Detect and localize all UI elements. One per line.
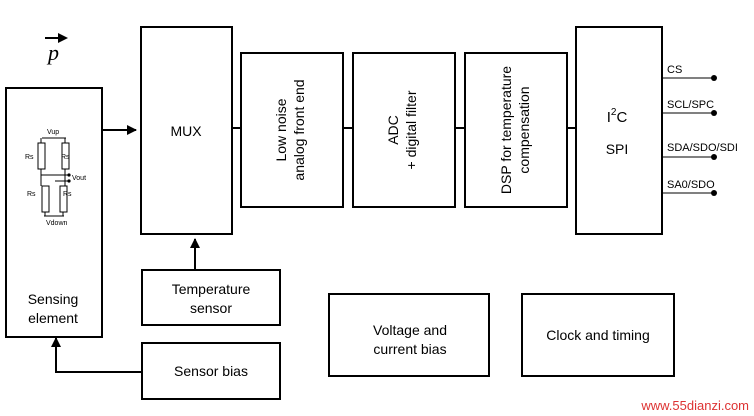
voltage-bias-block: Voltage and current bias [328, 293, 490, 377]
temperature-sensor-block: Temperature sensor [141, 269, 281, 326]
analog-front-end-block: Low noise analog front end [240, 52, 344, 208]
clock-timing-block: Clock and timing [521, 293, 675, 377]
temperature-sensor-label-line2: sensor [190, 300, 232, 316]
pin-scl-label: SCL/SPC [667, 99, 714, 111]
pin-cs-label: CS [667, 64, 682, 76]
bridge-circuit: Vup Rs Rs Vout Rs Rs Vdown [25, 129, 86, 227]
clock-timing-label: Clock and timing [546, 327, 650, 343]
dsp-label-line2: compensation [516, 86, 532, 173]
sensor-bias-block: Sensor bias [141, 342, 281, 400]
adc-block: ADC + digital filter [352, 52, 456, 208]
sensing-element-block: Vup Rs Rs Vout Rs Rs Vdown Sensing elem [5, 87, 103, 338]
i2c-label: I2C [607, 107, 628, 126]
watermark-text: www.55dianzi.com [640, 398, 749, 413]
pin-wires [662, 75, 717, 196]
afe-label-line1: Low noise [273, 98, 289, 161]
pressure-arrowhead-icon [58, 33, 68, 43]
bridge-rs-label-2: Rs [61, 154, 70, 161]
mux-label: MUX [170, 123, 202, 139]
pressure-symbol: p [46, 40, 59, 65]
temperature-sensor-label-line1: Temperature [172, 281, 251, 297]
pressure-vector-symbol: p [45, 33, 68, 65]
interface-block: I2C SPI [575, 26, 663, 235]
afe-label-line2: analog front end [291, 79, 307, 180]
voltage-bias-label-line2: current bias [373, 341, 446, 357]
dsp-label-line1: DSP for temperature [498, 66, 514, 194]
bridge-rs-label-1: Rs [25, 154, 34, 161]
sensing-element-label-line2: element [28, 310, 78, 326]
bridge-rs-label-4: Rs [63, 191, 72, 198]
pin-sda-label: SDA/SDO/SDI [667, 142, 738, 154]
mux-block: MUX [140, 26, 233, 235]
sensing-element-label-line1: Sensing [28, 291, 79, 307]
pin-sa0-label: SA0/SDO [667, 179, 715, 191]
bridge-vout-label: Vout [72, 175, 86, 182]
adc-label-line2: + digital filter [403, 90, 419, 169]
dsp-block: DSP for temperature compensation [464, 52, 568, 208]
voltage-bias-label-line1: Voltage and [373, 322, 447, 338]
bridge-rs-label-3: Rs [27, 191, 36, 198]
bridge-vdown-label: Vdown [46, 220, 68, 227]
spi-label: SPI [606, 141, 629, 157]
bridge-vup-label: Vup [47, 129, 59, 136]
adc-label-line1: ADC [385, 115, 401, 145]
sensor-bias-label: Sensor bias [174, 363, 248, 379]
wire-bias-to-sensing [51, 337, 142, 373]
